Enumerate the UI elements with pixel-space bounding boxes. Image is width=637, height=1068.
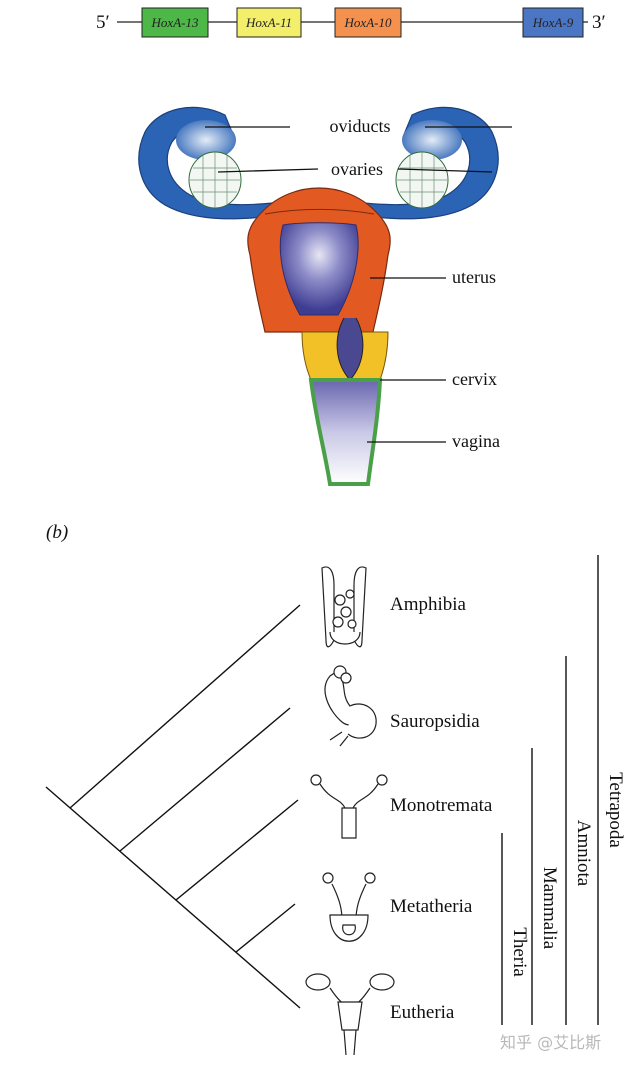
- right-ovary: [395, 151, 449, 209]
- reproductive-tract-illustration: oviducts ovaries uterus cervix vagina: [138, 106, 512, 486]
- label-cervix: cervix: [452, 369, 497, 389]
- clade-theria: Theria: [509, 927, 530, 977]
- clade-tetrapoda: Tetrapoda: [605, 772, 626, 848]
- gene-hoxa-13: HoxA-13: [141, 7, 209, 38]
- metatheria-tract-icon: [322, 872, 376, 942]
- gene-label: HoxA-13: [151, 15, 199, 30]
- branch-sauropsidia: [119, 707, 291, 852]
- sauropsidia-tract-icon: [324, 665, 377, 747]
- three-prime-end: 3′: [592, 12, 606, 33]
- label-uterus: uterus: [452, 267, 496, 287]
- gene-box: [522, 7, 584, 38]
- eutheria-tract-icon: [305, 973, 395, 1056]
- clade-bars: [501, 555, 599, 1025]
- clade-mammalia: Mammalia: [539, 867, 560, 950]
- phylogenetic-tree: [45, 604, 301, 1009]
- right-fimbria: [402, 120, 462, 160]
- left-ovary: [188, 151, 242, 209]
- panel-b-label: (b): [46, 522, 68, 543]
- monotremata-tract-icon: [310, 774, 388, 839]
- taxon-monotremata: Monotremata: [390, 795, 493, 816]
- gene-box: [141, 7, 209, 38]
- tree-trunk: [45, 786, 301, 1009]
- amphibia-tract-icon: [321, 566, 367, 648]
- gene-hoxa-11: HoxA-11: [236, 7, 302, 38]
- branch-metatheria: [235, 903, 296, 953]
- gene-box: [236, 7, 302, 38]
- watermark: 知乎 @艾比斯: [500, 1033, 601, 1052]
- gene-label: HoxA-10: [344, 15, 392, 30]
- gene-hoxa-9: HoxA-9: [522, 7, 584, 38]
- uterus-fold: [264, 209, 375, 215]
- branch-amphibia: [69, 604, 301, 809]
- gene-label: HoxA-9: [532, 15, 574, 30]
- gene-hoxa-10: HoxA-10: [334, 7, 402, 38]
- taxon-metatheria: Metatheria: [390, 896, 473, 917]
- taxon-amphibia: Amphibia: [390, 594, 467, 615]
- clade-amniota: Amniota: [573, 820, 594, 887]
- label-ovaries: ovaries: [331, 159, 383, 179]
- gene-label: HoxA-11: [245, 15, 292, 30]
- anatomy-leader-lines: [205, 126, 512, 443]
- branch-monotremata: [175, 799, 299, 901]
- taxon-sauropsidia: Sauropsidia: [390, 711, 480, 732]
- left-fimbria: [176, 120, 236, 160]
- hox-cluster: 5′ 3′ HoxA-13 HoxA-11 HoxA-10 HoxA-9: [96, 7, 606, 38]
- label-vagina: vagina: [452, 431, 500, 451]
- taxon-eutheria: Eutheria: [390, 1002, 455, 1023]
- uterine-cavity: [279, 222, 359, 316]
- vagina-region: [308, 378, 383, 486]
- label-oviducts: oviducts: [330, 116, 391, 136]
- five-prime-end: 5′: [96, 12, 110, 33]
- gene-box: [334, 7, 402, 38]
